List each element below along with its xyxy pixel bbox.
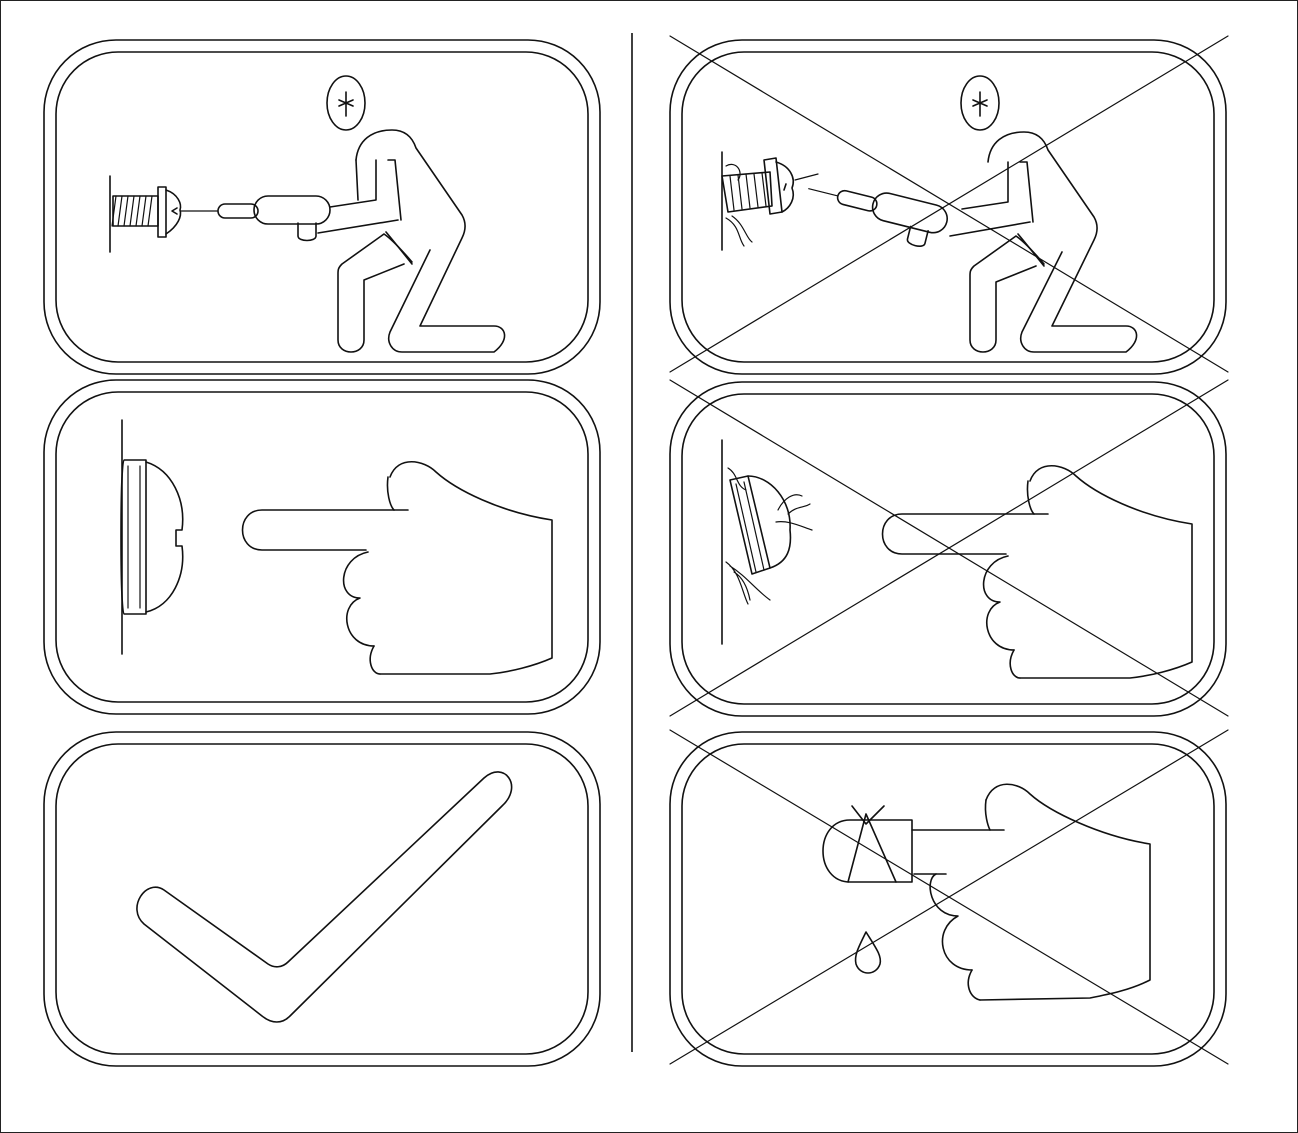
cross-out-icon (670, 730, 1228, 1064)
screw-icon (121, 420, 183, 654)
cross-out-icon (670, 36, 1228, 372)
screw-icon (110, 176, 180, 252)
screw-icon (722, 152, 818, 250)
panel-left-3 (44, 732, 600, 1066)
pointing-hand-icon (883, 466, 1193, 678)
person-kneeling-icon (180, 76, 505, 352)
warning-triangle-icon (823, 806, 912, 882)
panel-right-3 (670, 730, 1228, 1066)
pointing-hand-icon (912, 784, 1150, 1000)
panel-left-2 (44, 380, 600, 714)
panel-left-1 (44, 40, 600, 374)
cross-out-icon (670, 380, 1228, 716)
panel-right-2 (670, 380, 1228, 716)
water-drop-icon (855, 932, 880, 973)
check-mark-icon (137, 772, 512, 1022)
screw-icon (722, 440, 812, 644)
person-kneeling-icon (802, 76, 1137, 352)
pointing-hand-icon (243, 462, 553, 674)
panel-right-1 (670, 36, 1228, 374)
